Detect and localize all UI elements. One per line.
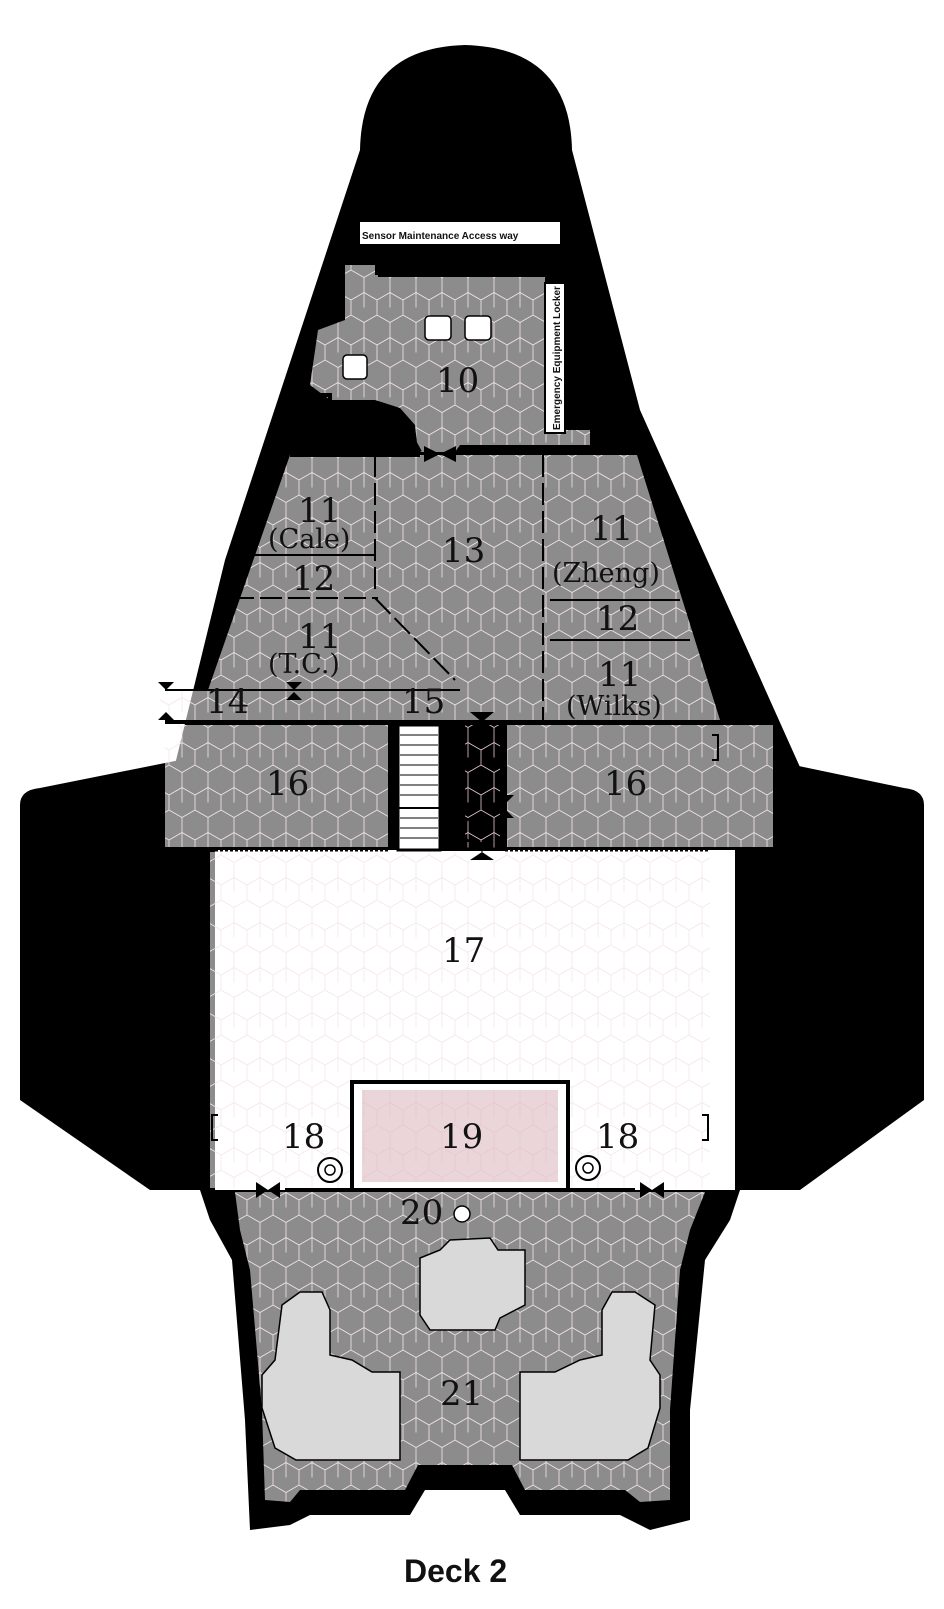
room-sub-cale: (Cale) [268,524,350,555]
room-label-18-left: 18 [282,1117,325,1157]
stairs [400,734,438,839]
room-label-15: 15 [402,682,445,722]
deck-title: Deck 2 [404,1553,507,1589]
chair-icon [464,315,492,341]
room-label-10: 10 [436,361,479,401]
room-label-21: 21 [440,1374,483,1414]
emergency-locker-label: Emergency Equipment Locker [552,286,563,430]
room-label-19: 19 [440,1117,483,1157]
sensor-access-label: Sensor Maintenance Access way [362,231,519,242]
room-label-11-zheng: 11 [590,509,633,549]
room-label-11-tc: 11 [298,617,341,657]
doors [158,446,664,1198]
room-label-11-cale: 11 [298,491,341,531]
hatch-icon [453,1205,471,1223]
room-sub-wilks: (Wilks) [566,691,662,722]
chair-icon [342,354,368,380]
chair-icon [424,315,452,341]
furniture [261,315,661,1461]
room-label-12-right: 12 [596,599,639,639]
room-label-16-left: 16 [266,764,309,804]
room-label-12-left: 12 [292,559,335,599]
room-label-14: 14 [206,682,249,722]
room-labels: 10 11 (Cale) 12 13 11 (Zheng) 12 11 (T.C… [206,361,662,1414]
hatch-icon [317,1157,343,1183]
room-label-17: 17 [442,931,485,971]
room-label-20: 20 [400,1193,443,1233]
room-label-11-wilks: 11 [598,655,641,695]
room-label-18-right: 18 [596,1117,639,1157]
room-label-16-right: 16 [604,764,647,804]
hatch-icon [575,1155,601,1181]
walls [165,255,722,1192]
room-label-13: 13 [442,531,485,571]
room-sub-zheng: (Zheng) [552,558,660,589]
room-sub-tc: (T.C.) [268,649,340,680]
